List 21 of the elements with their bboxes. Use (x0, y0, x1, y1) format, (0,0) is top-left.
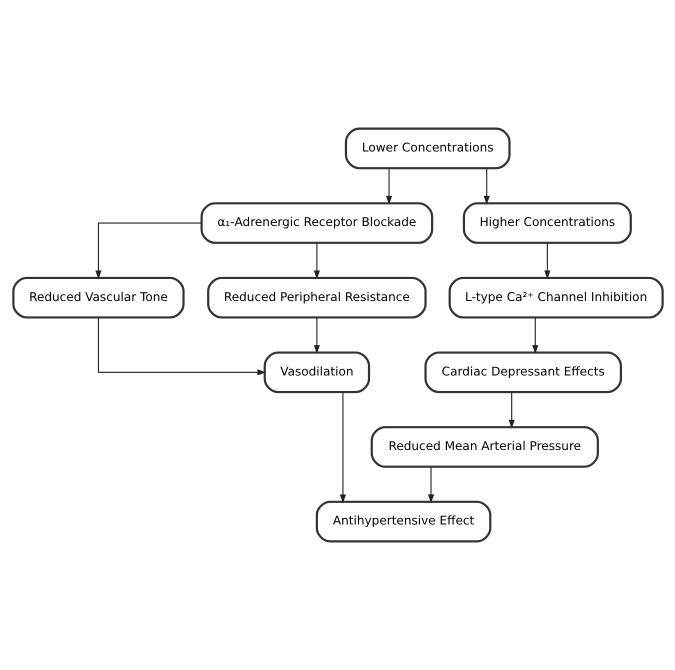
arrow (483, 168, 490, 205)
arrow (427, 466, 434, 504)
node-box: Higher Concentrations (462, 202, 632, 244)
node-box: Reduced Mean Arterial Pressure (370, 426, 598, 468)
node-box: L-type Ca²⁺ Channel Inhibition (448, 276, 664, 319)
arrow (385, 168, 392, 205)
node-box: Reduced Peripheral Resistance (206, 276, 426, 319)
arrow (339, 392, 346, 504)
arrow (508, 392, 514, 429)
arrow (544, 243, 550, 280)
arrow (313, 243, 320, 280)
arrow (313, 318, 320, 354)
arrow (97, 318, 266, 376)
node-box: Lower Concentrations (344, 128, 510, 170)
node-box: Reduced Vascular Tone (12, 276, 184, 319)
node-box: Cardiac Depressant Effects (424, 351, 622, 394)
node-box: Antihypertensive Effect (315, 500, 491, 542)
arrow (94, 222, 202, 280)
node-box: Vasodilation (263, 351, 370, 394)
node-box: α₁-Adrenergic Receptor Blockade (200, 202, 433, 244)
arrow (532, 318, 538, 354)
